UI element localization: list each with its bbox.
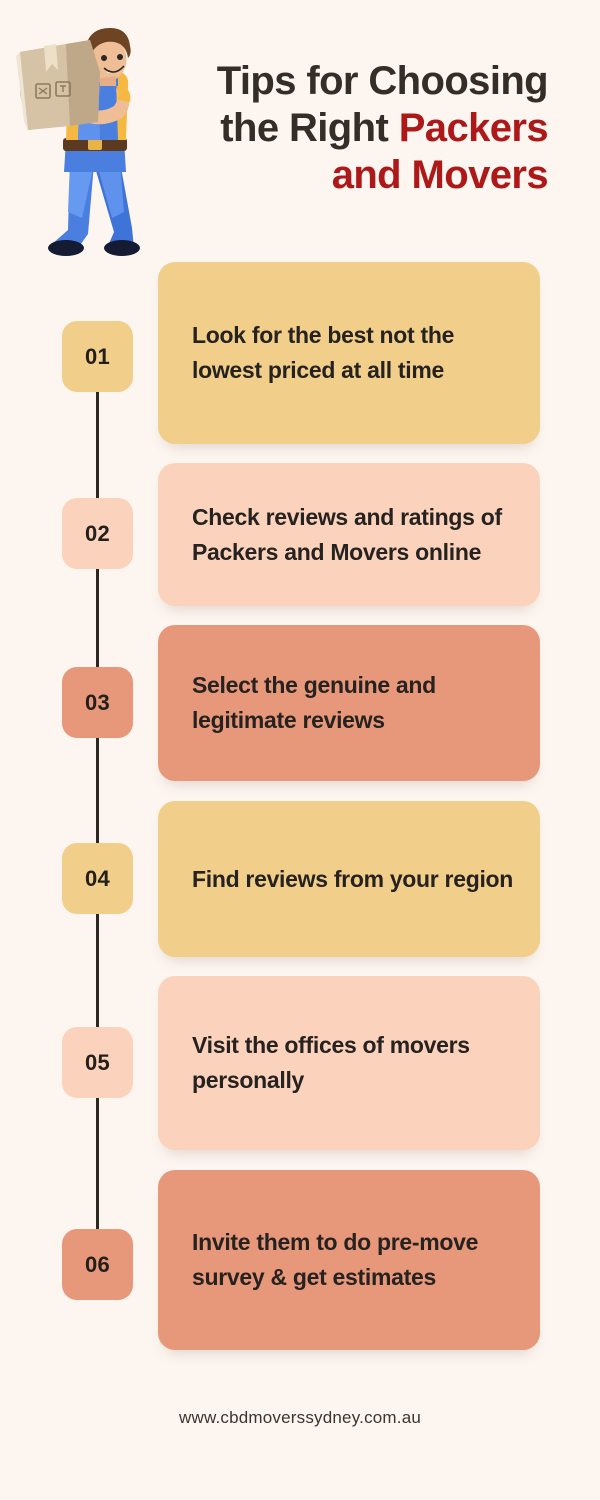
step-card[interactable]: Look for the best not the lowest priced … <box>158 262 540 444</box>
timeline-connector-line <box>96 356 99 1230</box>
footer-url[interactable]: www.cbdmoverssydney.com.au <box>178 1408 422 1427</box>
step-card[interactable]: Check reviews and ratings of Packers and… <box>158 463 540 606</box>
cardboard-box-icon <box>16 40 100 130</box>
step-number-badge[interactable]: 02 <box>62 498 133 569</box>
title-line-1: Tips for Choosing <box>216 59 549 103</box>
page-title: Tips for Choosing the Right Packers and … <box>128 58 549 200</box>
header: Tips for Choosing the Right Packers and … <box>0 0 600 262</box>
step-number-badge[interactable]: 04 <box>62 843 133 914</box>
step-card-text: Look for the best not the lowest priced … <box>192 322 455 383</box>
mover-carrying-box-illustration <box>16 28 140 256</box>
step-card-text: Check reviews and ratings of Packers and… <box>192 503 502 565</box>
step-card-text: Invite them to do pre-move survey & get … <box>192 1229 479 1290</box>
step-number-badge[interactable]: 05 <box>62 1027 133 1098</box>
step-card[interactable]: Select the genuine and legitimate review… <box>158 625 540 781</box>
title-line-2-accent: Packers <box>398 106 549 151</box>
step-card[interactable]: Find reviews from your region <box>158 801 540 957</box>
step-card-text: Select the genuine and legitimate review… <box>192 672 436 733</box>
step-card[interactable]: Invite them to do pre-move survey & get … <box>158 1170 540 1350</box>
step-card[interactable]: Visit the offices of movers personally <box>158 976 540 1150</box>
title-line-3-accent: and Movers <box>331 153 549 198</box>
step-card-text: Find reviews from your region <box>192 865 514 892</box>
step-card-text: Visit the offices of movers personally <box>192 1032 470 1093</box>
step-number-badge[interactable]: 06 <box>62 1229 133 1300</box>
title-line-2: the Right Packers <box>128 105 548 152</box>
step-number-badge[interactable]: 03 <box>62 667 133 738</box>
step-number-badge[interactable]: 01 <box>62 321 133 392</box>
title-line-2-plain: the Right <box>220 106 399 151</box>
